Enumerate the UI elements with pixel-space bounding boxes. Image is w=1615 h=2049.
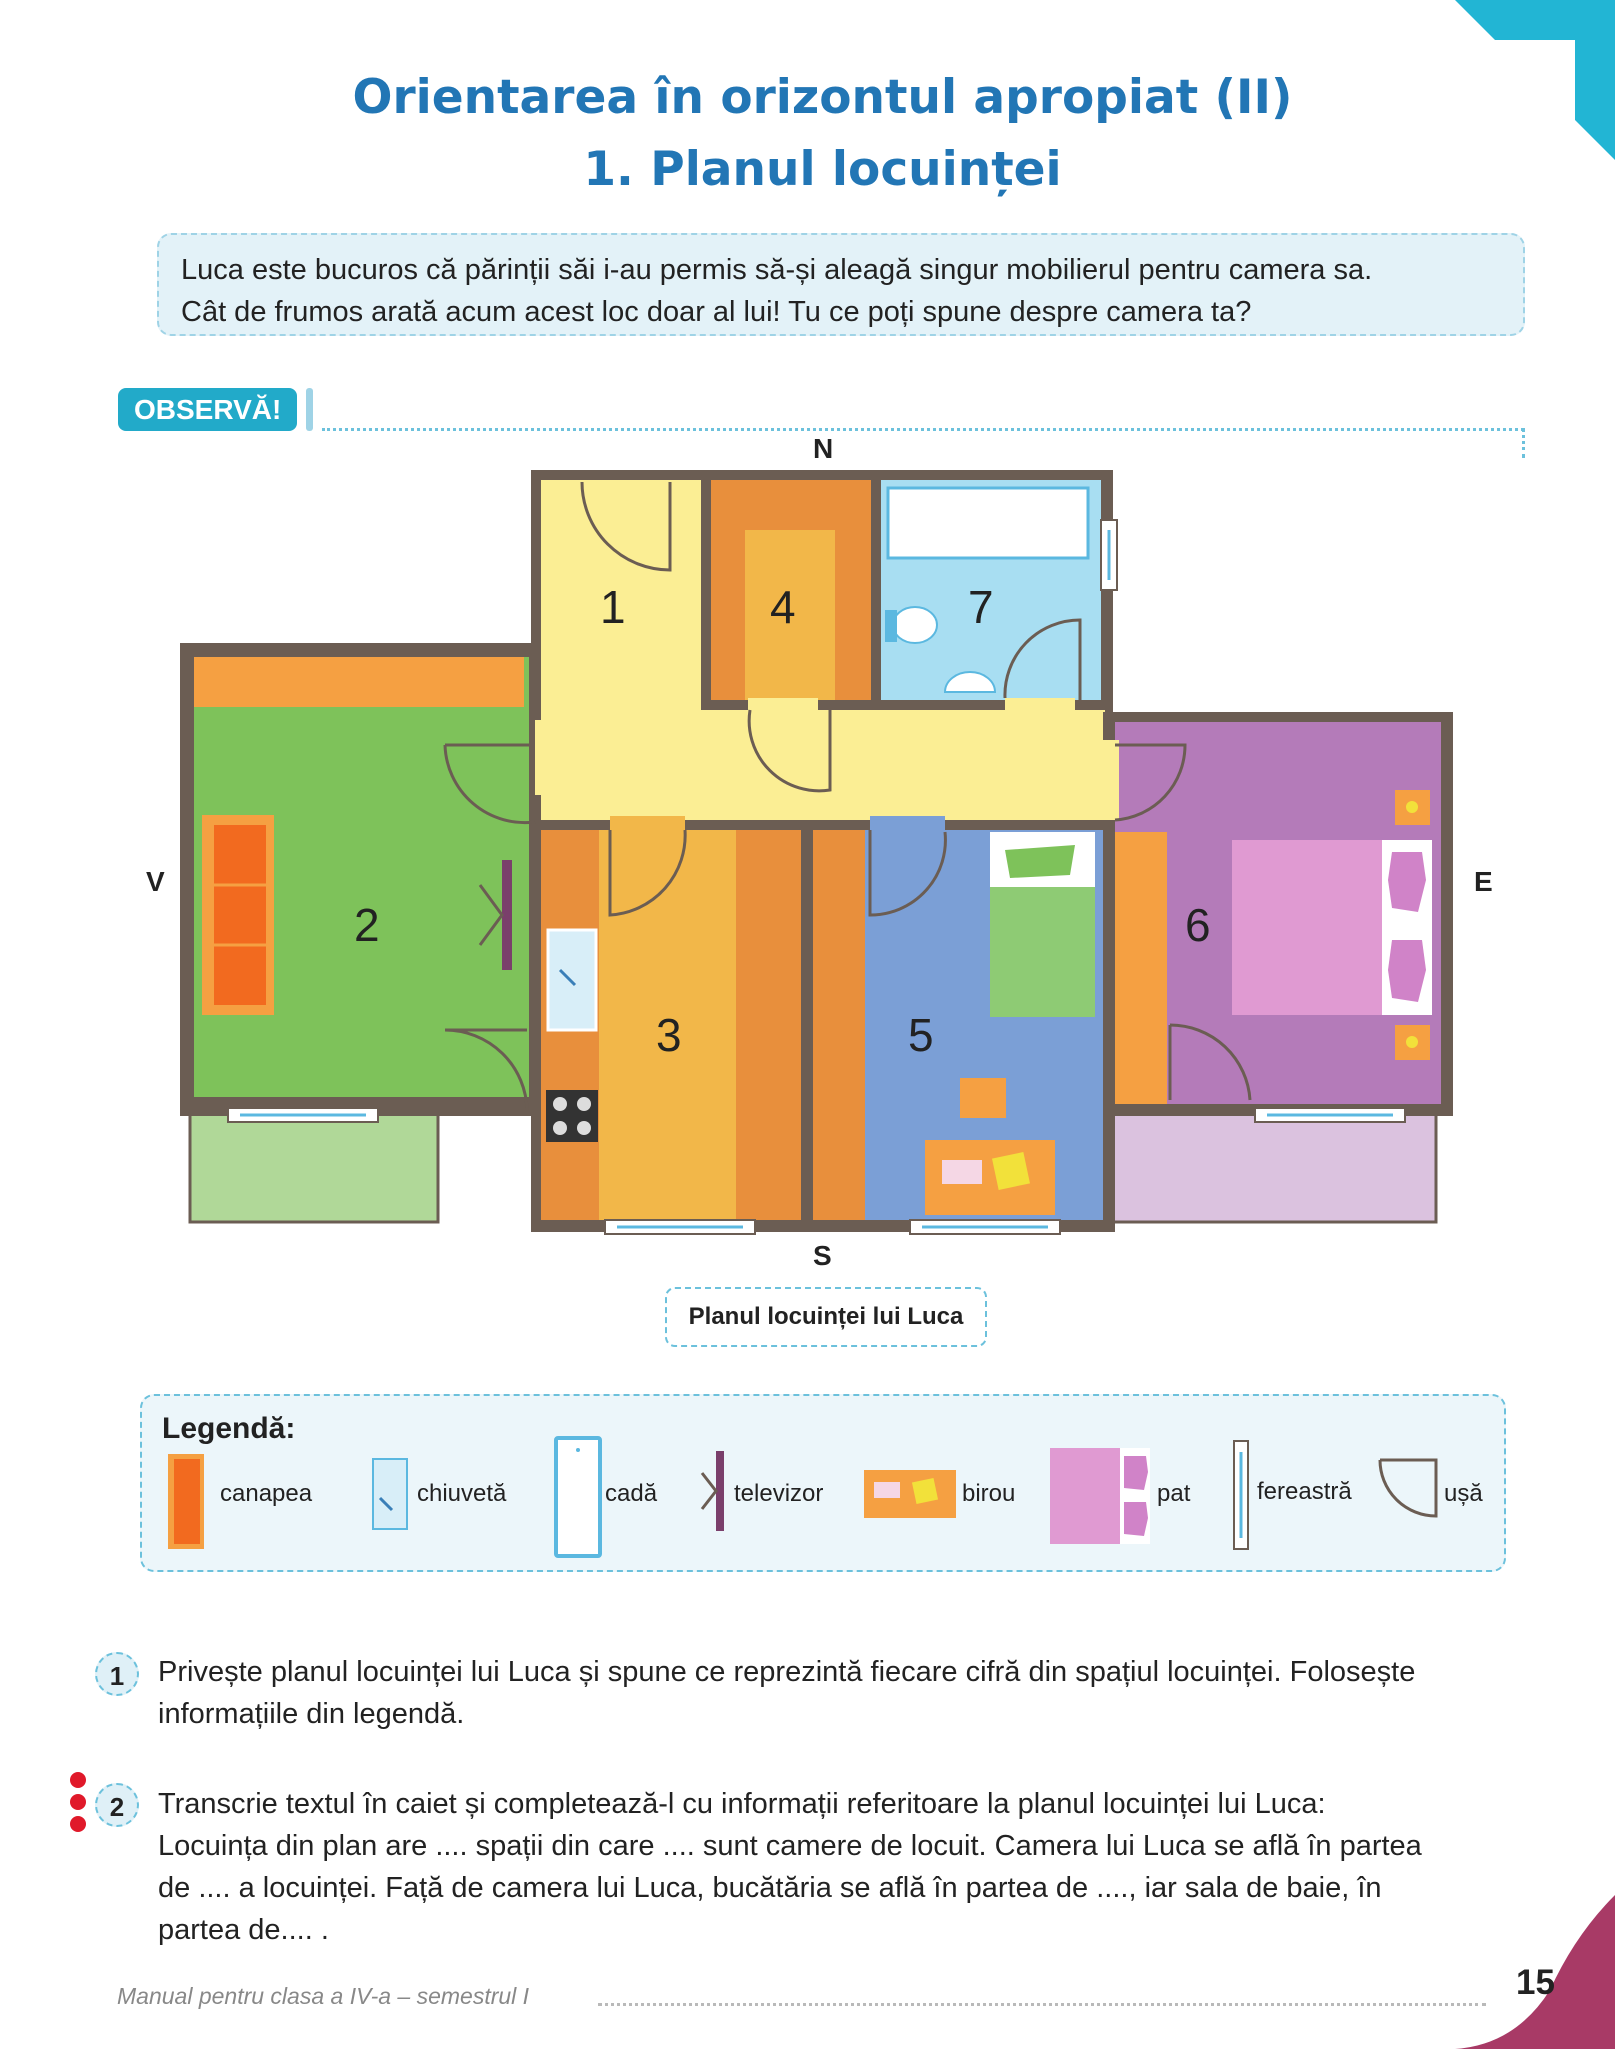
room-hall: [541, 480, 1105, 820]
sofa-icon: [168, 1454, 204, 1549]
legend-label-door: ușă: [1444, 1480, 1483, 1507]
intro-line-1: Luca este bucuros că părinții săi i-au p…: [181, 254, 1373, 286]
tv-icon: [700, 1451, 724, 1531]
question-1-line: informațiile din legendă.: [158, 1698, 465, 1730]
door-icon: [443, 743, 536, 825]
balcony-west: [188, 1108, 440, 1224]
door-gap: [535, 720, 547, 795]
section-divider: [322, 428, 1524, 431]
tv-stand: [478, 884, 504, 946]
desk-icon: [864, 1470, 956, 1518]
room-number-5: 5: [908, 1009, 934, 1061]
difficulty-dot: [70, 1794, 86, 1810]
room-number-3: 3: [656, 1009, 682, 1061]
toilet-tank: [885, 610, 897, 642]
legend-label-bathtub: cadă: [605, 1480, 658, 1507]
door-gap: [610, 816, 685, 834]
child-left-strip: [813, 830, 865, 1220]
door-icon: [1168, 1023, 1252, 1101]
chair: [960, 1078, 1006, 1118]
wall: [701, 700, 1111, 710]
legend-label-sink: chiuvetă: [417, 1480, 507, 1507]
door-gap: [870, 816, 945, 834]
footer-book-title: Manual pentru clasa a IV-a – semestrul I: [117, 1983, 530, 2009]
kitchen-right-strip: [736, 830, 801, 1220]
legend-label-window: fereastră: [1257, 1478, 1352, 1505]
floor-plan: [180, 470, 1453, 1235]
sink-icon: [943, 671, 997, 693]
question-2-line: de .... a locuinței. Față de camera lui …: [158, 1872, 1382, 1904]
top-right-corner-decoration: [1455, 0, 1615, 160]
door-icon: [444, 1028, 529, 1111]
legend-label-sofa: canapea: [220, 1480, 313, 1507]
toilet-icon: [892, 606, 938, 644]
wall: [1103, 712, 1115, 1232]
question-2-line: Transcrie textul în caiet și completează…: [158, 1788, 1326, 1820]
question-2-text: Transcrie textul în caiet și completează…: [158, 1783, 1518, 1951]
wall: [701, 470, 711, 710]
door-icon: [747, 702, 832, 793]
room-number-7: 7: [968, 581, 994, 633]
bed-icon: [1232, 840, 1382, 1015]
compass-north: N: [813, 433, 834, 464]
page-title-sub: 1. Planul locuinței: [583, 142, 1062, 197]
window-icon: [227, 519, 1406, 1235]
door-icon: [1378, 1458, 1438, 1518]
intro-box: Luca este bucuros că părinții săi i-au p…: [157, 233, 1525, 336]
room-number-1: 1: [600, 581, 626, 633]
door-gap: [1101, 740, 1119, 820]
page-number: 15: [1516, 1963, 1555, 2002]
question-1-number: 1: [95, 1652, 139, 1696]
door-icon: [608, 829, 687, 917]
legend-box: Legendă: canapea chiuvetă cadă televizor…: [140, 1394, 1506, 1572]
legend-label-bed: pat: [1157, 1480, 1191, 1507]
room-number-6: 6: [1185, 899, 1211, 951]
room-pantry-inner: [745, 530, 835, 700]
observe-label: OBSERVĂ!: [118, 388, 298, 431]
door-icon: [868, 830, 947, 917]
question-2-number: 2: [95, 1783, 139, 1827]
door-gap: [1005, 698, 1075, 712]
question-2-line: Locuința din plan are .... spații din ca…: [158, 1830, 1422, 1862]
question-1-line: Privește planul locuinței lui Luca și sp…: [158, 1656, 1416, 1688]
legend-title: Legendă:: [162, 1412, 296, 1445]
door-icon: [1114, 743, 1187, 822]
sink-icon: [372, 1458, 408, 1530]
legend-label-tv: televizor: [734, 1480, 824, 1507]
compass-south: S: [813, 1240, 832, 1271]
wall: [871, 470, 881, 710]
bedroom-left-strip: [1115, 832, 1167, 1104]
door-icon: [580, 481, 672, 572]
difficulty-dot: [70, 1772, 86, 1788]
compass-east: E: [1474, 866, 1493, 897]
question-2-line: partea de.... .: [158, 1914, 329, 1946]
observe-label-accent: [306, 388, 313, 431]
bathtub-icon: [886, 486, 1090, 560]
footer-divider: [598, 2003, 1486, 2006]
wall: [801, 820, 813, 1232]
balcony-east: [1106, 1108, 1438, 1224]
room-number-4: 4: [770, 581, 796, 633]
sofa-seat: [214, 825, 266, 1005]
difficulty-dot: [70, 1816, 86, 1832]
bed-icon: [1050, 1448, 1150, 1544]
plan-caption: Planul locuinței lui Luca: [665, 1287, 987, 1347]
bathtub-icon: [554, 1436, 602, 1558]
wall: [531, 820, 1113, 830]
door-gap: [748, 698, 818, 712]
intro-line-2: Cât de frumos arată acum acest loc doar …: [181, 296, 1252, 328]
tv-icon: [502, 860, 512, 970]
window-icon: [1233, 1440, 1249, 1550]
section-divider-end: [1522, 428, 1525, 458]
stove-icon: [546, 1090, 598, 1142]
room-number-2: 2: [354, 899, 380, 951]
bottom-right-corner-decoration: [1455, 1895, 1615, 2049]
wall: [529, 643, 541, 1103]
compass-west: V: [146, 866, 165, 897]
page-title-main: Orientarea în orizontul apropiat (II): [352, 70, 1293, 125]
legend-label-desk: birou: [962, 1480, 1016, 1507]
door-icon: [1003, 618, 1082, 700]
living-top-strip: [194, 657, 524, 707]
question-1-text: Privește planul locuinței lui Luca și sp…: [158, 1651, 1518, 1735]
